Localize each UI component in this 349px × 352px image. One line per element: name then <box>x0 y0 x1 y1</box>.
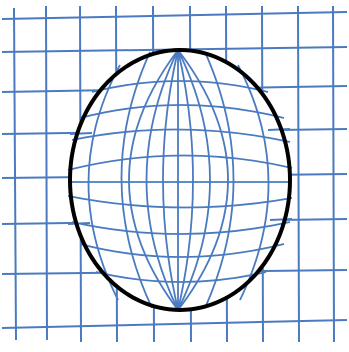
grid-vline <box>14 8 16 340</box>
grid-hline <box>2 12 347 19</box>
grid-stub <box>268 129 290 130</box>
grid-hline <box>2 320 347 328</box>
grid-stub <box>270 219 292 220</box>
grid-vline <box>46 6 47 340</box>
grid-stub <box>70 133 92 134</box>
grid-stub <box>68 223 90 224</box>
